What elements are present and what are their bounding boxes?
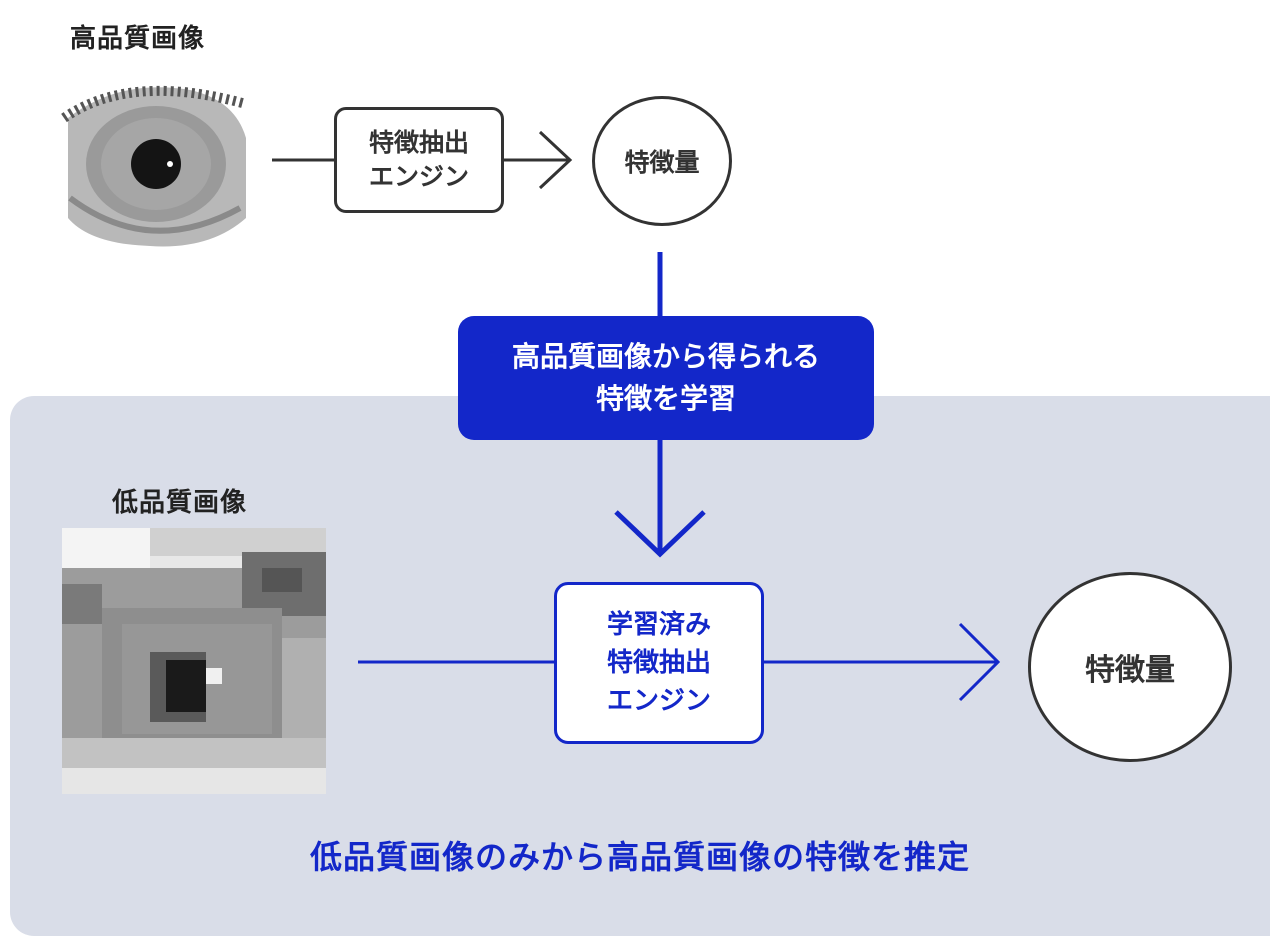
bottom-caption: 低品質画像のみから高品質画像の特徴を推定 — [309, 838, 970, 876]
high-quality-eye-image — [60, 78, 250, 250]
high-quality-image-label: 高品質画像 — [70, 24, 206, 54]
learning-callout: 高品質画像から得られる 特徴を学習 — [458, 316, 874, 440]
feature-extraction-engine-box: 特徴抽出 エンジン — [334, 107, 504, 213]
top-arrowhead — [538, 130, 573, 190]
trained-feature-extraction-engine-box: 学習済み 特徴抽出 エンジン — [554, 582, 764, 744]
bottom-arrowhead — [958, 622, 1001, 702]
diagram: 高品質画像 特徴抽出 エンジン 特徴量 高品質画像から得られる 特徴を学習 低品… — [10, 24, 1270, 936]
low-quality-image-label: 低品質画像 — [112, 488, 248, 518]
connectors — [272, 130, 1001, 702]
feature-quantity-circle-top: 特徴量 — [592, 96, 732, 226]
low-quality-pixelated-eye-image — [62, 528, 326, 794]
down-arrowhead — [614, 510, 706, 558]
feature-quantity-circle-bottom: 特徴量 — [1028, 572, 1232, 762]
